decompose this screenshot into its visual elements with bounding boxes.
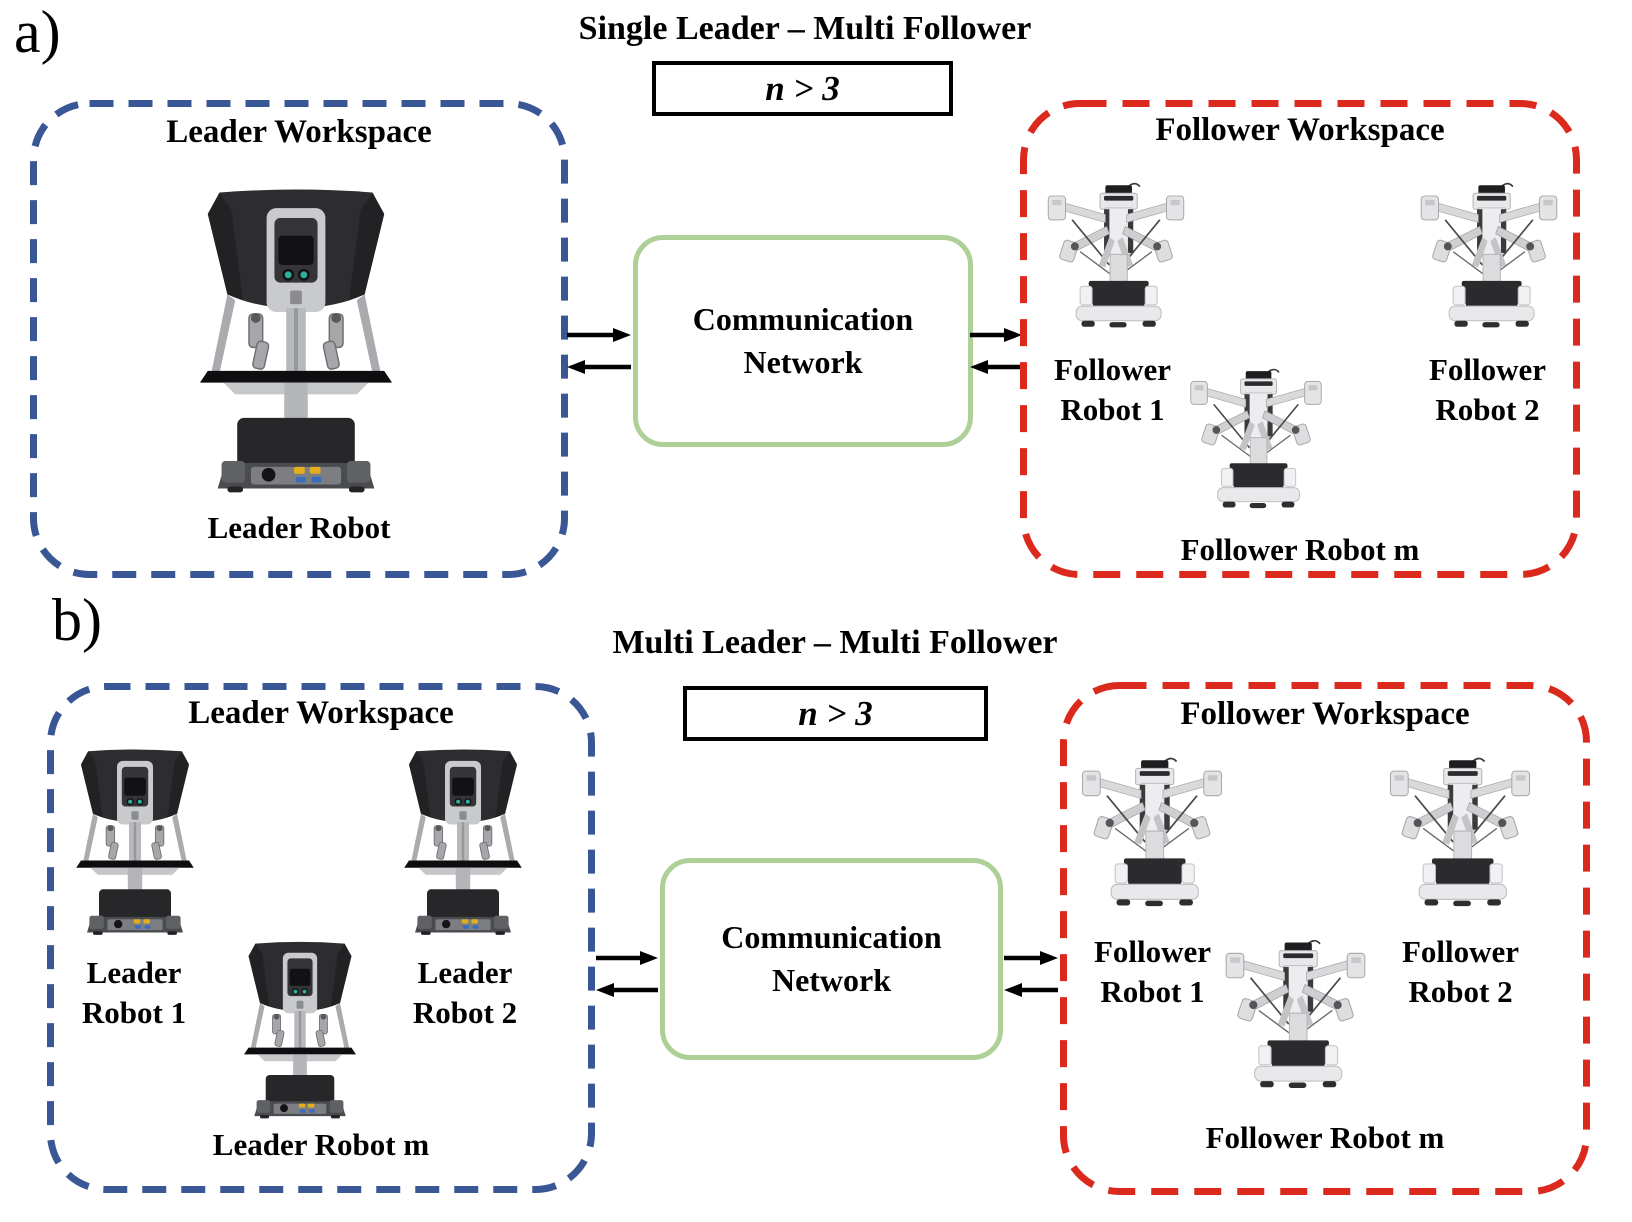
- follower-workspace-border: [1020, 100, 1580, 578]
- panel-b-condition-box: n > 3: [683, 686, 988, 741]
- patient-cart-icon: [1218, 937, 1373, 1107]
- arrow-left-icon: [596, 983, 658, 997]
- panel-b-label: b): [52, 587, 102, 653]
- follower-robot-2-label: Follower Robot 2: [1428, 352, 1547, 428]
- follower-robot-1-label: Follower Robot 1: [1093, 934, 1212, 1010]
- panel-b-leader-workspace: Leader Workspace Leader Robot 1 Leader R…: [47, 683, 595, 1193]
- follower-workspace-title: Follower Workspace: [1180, 696, 1470, 732]
- arrow-left-icon: [970, 360, 1022, 374]
- arrow-right-icon: [970, 328, 1022, 342]
- follower-robot-1-label: Follower Robot 1: [1053, 352, 1172, 428]
- arrow-right-icon: [567, 328, 631, 342]
- surgeon-console-icon: [198, 184, 394, 494]
- follower-workspace-border: [1060, 682, 1590, 1195]
- surgeon-console-icon: [403, 743, 523, 939]
- follower-robot-m-label: Follower Robot m: [1205, 1120, 1445, 1155]
- arrow-left-icon: [1004, 983, 1058, 997]
- leader-workspace-title: Leader Workspace: [166, 114, 432, 150]
- arrow-left-icon: [567, 360, 631, 374]
- surgeon-console-icon: [241, 939, 359, 1119]
- leader-robot-label: Leader Robot: [207, 510, 391, 545]
- leader-workspace-title: Leader Workspace: [188, 695, 454, 731]
- panel-b-follower-workspace: Follower Workspace Follower Robot 1 Foll…: [1060, 682, 1590, 1195]
- patient-cart-icon: [1182, 366, 1330, 526]
- surgeon-console-icon: [75, 743, 195, 939]
- panel-b-condition-text: n > 3: [798, 693, 873, 733]
- patient-cart-icon: [1077, 754, 1227, 926]
- leader-workspace-border: [47, 683, 595, 1193]
- network-label: Communication Network: [721, 918, 942, 998]
- follower-robot-m-label: Follower Robot m: [1180, 532, 1420, 567]
- patient-cart-icon: [1385, 754, 1535, 926]
- panel-a-condition-text: n > 3: [765, 68, 840, 108]
- panel-a-follower-workspace: Follower Workspace Follower Robot 1 Foll…: [1020, 100, 1580, 578]
- panel-a-leader-workspace: Leader Workspace Leader Robot: [30, 100, 568, 578]
- panel-a-title: Single Leader – Multi Follower: [578, 10, 1032, 47]
- leader-robot-2-label: Leader Robot 2: [412, 955, 518, 1031]
- network-label: Communication Network: [692, 300, 914, 380]
- follower-robot-2-label: Follower Robot 2: [1401, 934, 1520, 1010]
- patient-cart-icon: [1042, 180, 1190, 346]
- panel-b-title: Multi Leader – Multi Follower: [612, 624, 1058, 661]
- follower-workspace-title: Follower Workspace: [1155, 112, 1445, 148]
- leader-robot-1-label: Leader Robot 1: [81, 955, 187, 1031]
- arrow-right-icon: [1004, 951, 1058, 965]
- panel-a-condition-box: n > 3: [652, 61, 953, 116]
- panel-b-network-box: Communication Network: [660, 858, 1003, 1060]
- panel-a-network-box: Communication Network: [633, 235, 973, 447]
- patient-cart-icon: [1415, 180, 1563, 346]
- leader-workspace-border: [30, 100, 568, 578]
- leader-robot-m-label: Leader Robot m: [212, 1127, 430, 1162]
- arrow-right-icon: [596, 951, 658, 965]
- panel-a-label: a): [14, 0, 61, 65]
